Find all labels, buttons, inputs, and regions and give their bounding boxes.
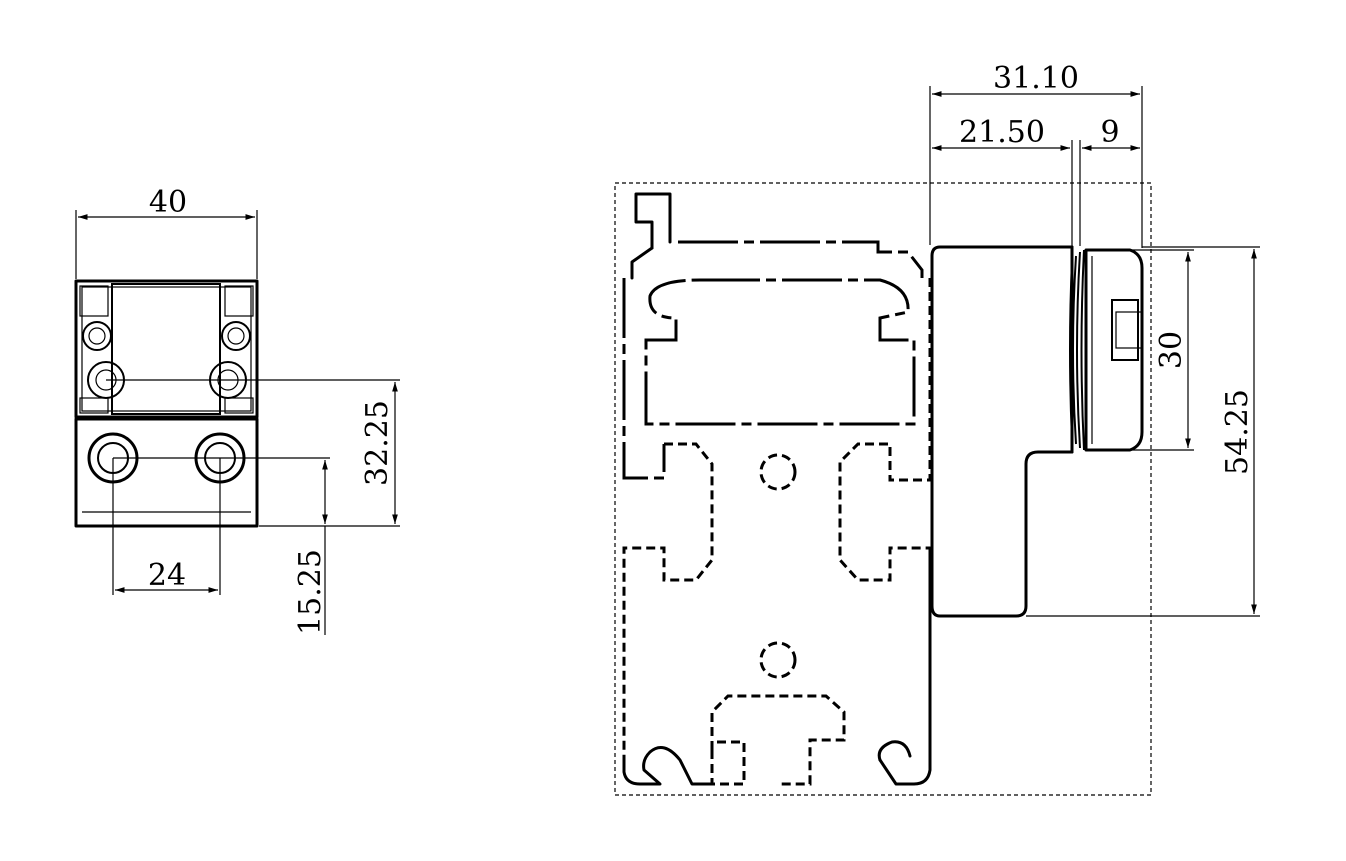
gripper-body [930,245,1074,618]
dim-lower-height-label: 15.25 [293,549,328,635]
screw-icon [82,321,112,351]
front-base [74,417,259,528]
front-upper-housing [74,279,259,419]
end-cap [1084,248,1144,452]
hole-icon [759,453,797,491]
reference-outline [614,182,1152,796]
screw-icon [221,321,251,351]
dim-overall-depth-label: 31.10 [993,61,1079,96]
front-view: 40 24 32.25 15.25 [74,185,400,635]
dim-hole-spacing-label: 24 [148,558,186,593]
profile-section [622,192,932,786]
dim-overall-height-label: 54.25 [1220,389,1255,475]
dim-width-label: 40 [149,185,187,220]
dim-upper-height-label: 32.25 [360,400,395,486]
dim-cap-height-label: 30 [1154,331,1189,369]
cap-slot [1111,299,1139,361]
side-view: 31.10 21.50 9 30 54.25 [614,61,1260,796]
dim-body-depth-label: 21.50 [959,115,1045,150]
front-center-window [111,283,221,415]
hole-icon [759,641,797,679]
dim-cap-depth-label: 9 [1100,115,1119,150]
ribbed-ring [1069,245,1085,454]
